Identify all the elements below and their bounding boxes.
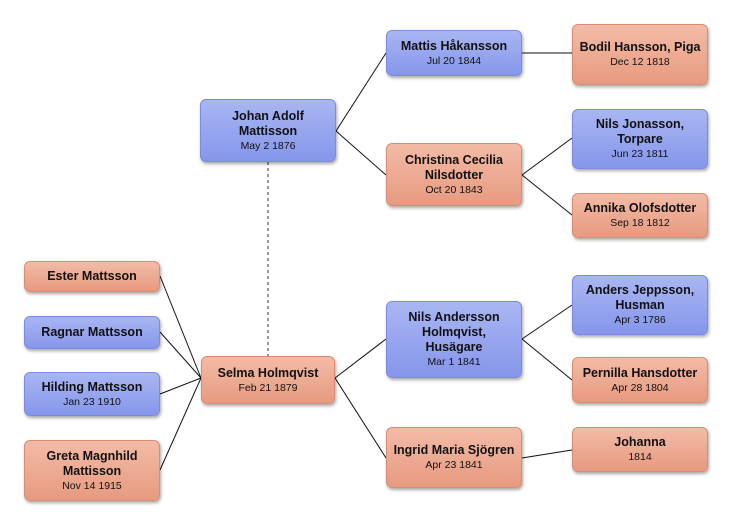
connector-johan-mattis [335,52,387,132]
connector-johan-christina [335,130,387,176]
person-name: Hilding Mattsson [41,379,143,394]
person-card-selma-holmqvist[interactable]: Selma Holmqvist Feb 21 1879 [201,356,335,404]
person-name: Christina Cecilia Nilsdotter [405,152,503,182]
person-name: Pernilla Hansdotter [582,365,698,380]
connector-christina-nils-j [521,137,573,176]
connector-selma-ragnar [159,331,202,379]
person-card-pernilla-hansdotter[interactable]: Pernilla Hansdotter Apr 28 1804 [572,357,708,403]
person-date: Dec 12 1818 [610,56,670,68]
connector-nils-a-anders [521,304,573,340]
person-card-johanna[interactable]: Johanna 1814 [572,427,708,472]
connector-selma-hilding [159,377,202,395]
person-card-annika-olofsdotter[interactable]: Annika Olofsdotter Sep 18 1812 [572,193,708,238]
person-name: Selma Holmqvist [217,365,319,380]
person-date: Apr 28 1804 [611,381,669,394]
person-date: Oct 20 1843 [425,183,483,196]
person-date: Nov 14 1915 [62,479,122,492]
person-date: Sep 18 1812 [610,217,670,229]
connector-christina-annika [521,174,573,216]
person-card-hilding-mattsson[interactable]: Hilding Mattsson Jan 23 1910 [24,372,160,416]
connector-selma-greta [159,377,202,471]
person-name: Nils Andersson Holmqvist, Husägare [408,310,500,354]
person-card-anders-jeppsson[interactable]: Anders Jeppsson, Husman Apr 3 1786 [572,275,708,335]
person-card-greta-magnhild-mattisson[interactable]: Greta Magnhild Mattisson Nov 14 1915 [24,440,160,501]
person-name: Johanna [614,435,666,449]
person-date: May 2 1876 [240,139,296,152]
person-name: Annika Olofsdotter [583,201,697,215]
person-date: Feb 21 1879 [238,381,298,394]
person-card-nils-andersson-holmqvist[interactable]: Nils Andersson Holmqvist, Husägare Mar 1… [386,301,522,378]
person-card-nils-jonasson[interactable]: Nils Jonasson, Torpare Jun 23 1811 [572,109,708,169]
person-date: Mar 1 1841 [427,356,481,368]
person-date: 1814 [628,451,652,463]
person-card-bodil-hansson[interactable]: Bodil Hansson, Piga Dec 12 1818 [572,24,708,85]
person-name: Nils Jonasson, Torpare [595,117,685,146]
person-card-ragnar-mattsson[interactable]: Ragnar Mattsson [24,316,160,349]
person-card-christina-cecilia-nilsdotter[interactable]: Christina Cecilia Nilsdotter Oct 20 1843 [386,143,522,206]
connector-ingrid-johanna [521,449,573,459]
person-name: Ester Mattsson [47,269,137,283]
person-name: Greta Magnhild Mattisson [46,448,138,478]
person-name: Ragnar Mattsson [41,325,143,339]
person-card-ester-mattsson[interactable]: Ester Mattsson [24,261,160,292]
person-card-johan-adolf-mattisson[interactable]: Johan Adolf Mattisson May 2 1876 [200,99,336,162]
connector-selma-ingrid [334,377,387,459]
person-card-mattis-hakansson[interactable]: Mattis Håkansson Jul 20 1844 [386,30,522,76]
connector-nils-a-pernilla [521,338,573,381]
person-date: Jan 23 1910 [63,395,121,408]
person-name: Anders Jeppsson, Husman [585,283,695,312]
person-date: Jul 20 1844 [426,54,482,67]
person-name: Mattis Håkansson [400,38,508,53]
person-name: Bodil Hansson, Piga [579,40,701,54]
connector-selma-ester [159,275,202,379]
person-name: Johan Adolf Mattisson [232,108,304,138]
person-date: Jun 23 1811 [611,148,669,160]
person-date: Apr 23 1841 [425,459,483,471]
person-name: Ingrid Maria Sjögren [393,443,515,457]
person-date: Apr 3 1786 [614,314,666,326]
connector-selma-nils-a [334,338,387,379]
person-card-ingrid-maria-sjogren[interactable]: Ingrid Maria Sjögren Apr 23 1841 [386,427,522,488]
